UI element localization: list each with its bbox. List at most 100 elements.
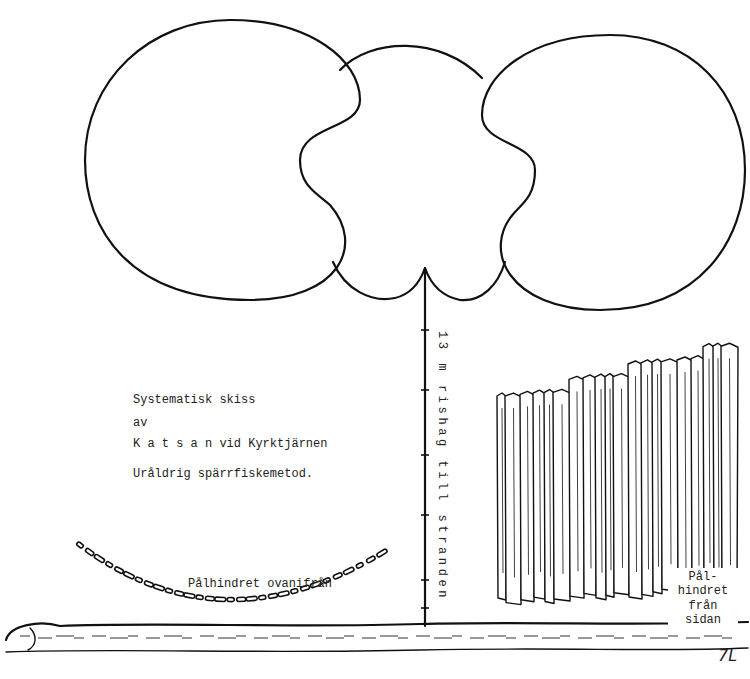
shore-hatch — [434, 638, 452, 639]
shore-hatch — [146, 638, 160, 639]
wood-grain — [550, 405, 551, 577]
post-top-view — [135, 577, 143, 583]
shore-hatch — [290, 638, 300, 639]
shore-hatch — [470, 638, 484, 639]
post-top-view — [227, 598, 234, 602]
wood-grain — [698, 371, 699, 566]
note-label: av — [133, 416, 147, 430]
shore-hatch — [74, 638, 84, 639]
post-top-view — [237, 597, 246, 601]
shore-hatch — [506, 638, 516, 639]
title-text: Systematisk skiss — [133, 393, 255, 407]
post-side-view — [721, 343, 738, 592]
post-top-view — [259, 595, 266, 600]
post-top-view — [76, 541, 84, 548]
wood-grain — [658, 374, 659, 567]
shore-hatch — [596, 636, 614, 637]
shore-hatch — [344, 636, 354, 637]
note-label: Uråldrig spärrfiskemetod. — [133, 467, 313, 481]
shore-hatch — [56, 636, 74, 637]
post-top-view — [105, 561, 113, 568]
wood-grain — [514, 408, 515, 578]
wood-grain — [590, 390, 591, 568]
note-label: Pål- hindret från sidan — [668, 568, 738, 630]
shore-hatch — [182, 638, 192, 639]
fence-tick — [421, 454, 429, 456]
post-top-view — [165, 588, 173, 594]
shore-hatch — [164, 636, 182, 637]
shore-hatch — [452, 636, 462, 637]
shore-hatch — [254, 638, 268, 639]
post-side-view — [661, 359, 679, 591]
shore-hatch — [650, 638, 668, 639]
shore-hatch — [668, 636, 678, 637]
wood-grain — [670, 374, 671, 564]
post-top-view — [205, 596, 214, 601]
wood-grain — [577, 391, 578, 571]
post-top-view — [278, 591, 290, 597]
note-label: K a t s a n vid Kyrktjärnen — [133, 437, 327, 451]
shore-hatch — [560, 636, 570, 637]
shore-hatch — [704, 636, 722, 637]
post-top-view — [356, 562, 364, 569]
post-top-view — [123, 571, 135, 579]
post-top-view — [343, 567, 355, 575]
shore-hatch — [236, 636, 246, 637]
shore-hatch — [488, 636, 506, 637]
post-top-view — [366, 556, 376, 564]
wood-grain — [622, 389, 623, 568]
wood-grain — [730, 358, 731, 565]
shore-hatch — [524, 636, 538, 637]
post-top-view — [94, 554, 105, 563]
wood-grain — [648, 375, 649, 570]
shore-hatch — [362, 638, 376, 639]
shore-hatch — [416, 636, 430, 637]
shore-hatch — [20, 636, 30, 637]
note-label: 13 m rishag till stranden — [435, 331, 449, 601]
wood-grain — [502, 408, 503, 573]
brush-fence — [424, 268, 426, 626]
shore-stone — [28, 628, 35, 650]
note-label: 7L — [718, 646, 737, 665]
post-top-view — [144, 580, 154, 587]
shore-hatch — [380, 636, 398, 637]
post-top-view — [246, 596, 257, 601]
post-top-view — [174, 590, 184, 596]
post-top-view — [215, 597, 226, 602]
fence-tick — [421, 514, 429, 516]
wood-grain — [562, 404, 563, 574]
wood-grain — [601, 389, 602, 573]
middle-chamber-bottom — [333, 262, 505, 300]
fence-tick — [421, 579, 429, 581]
shore-hatch — [308, 636, 322, 637]
post-top-view — [376, 548, 388, 557]
post-top-view — [114, 566, 124, 574]
shore-hatch — [578, 638, 592, 639]
left-chamber — [85, 20, 360, 300]
post-top-view — [85, 548, 95, 556]
shore-hatch — [398, 638, 408, 639]
note-label: Pålhindret ovanifrån — [188, 577, 332, 591]
shore-hatch — [326, 638, 344, 639]
shore-line — [6, 622, 748, 640]
wood-grain — [528, 406, 529, 574]
wood-grain — [540, 405, 541, 572]
shore-hatch — [542, 638, 560, 639]
shore-line — [6, 648, 748, 652]
shore-hatch — [128, 636, 138, 637]
shore-hatch — [110, 638, 128, 639]
shore-hatch — [272, 636, 290, 637]
post-top-view — [333, 572, 343, 579]
fence-tick — [421, 329, 429, 331]
shore-hatch — [38, 638, 52, 639]
post-top-view — [268, 593, 278, 599]
post-top-view — [196, 595, 203, 600]
post-side-view — [613, 374, 630, 595]
post-top-view — [153, 584, 165, 591]
shore-hatch — [92, 636, 106, 637]
wood-grain — [685, 372, 686, 568]
post-side-view — [553, 389, 571, 601]
shore-hatch — [218, 638, 236, 639]
middle-chamber-top — [340, 46, 482, 78]
